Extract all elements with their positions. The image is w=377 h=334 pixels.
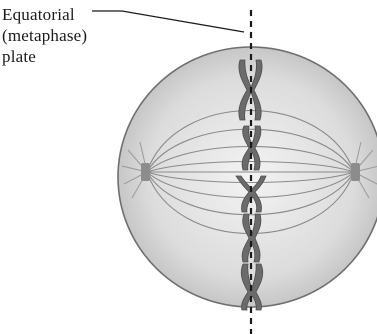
centrosome-left <box>141 163 150 181</box>
centrosome-right <box>351 163 360 181</box>
label-leader-line-diagonal <box>122 11 244 32</box>
